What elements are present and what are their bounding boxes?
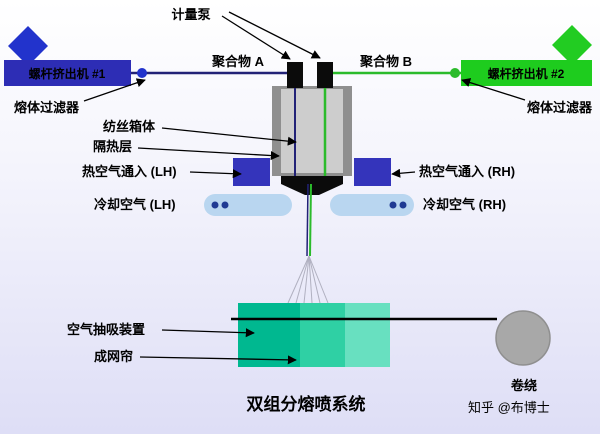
melt-filter-right-dot bbox=[450, 68, 460, 78]
metering-pump-arrow-2 bbox=[228, 11, 321, 59]
melt-filter-left-arrow bbox=[83, 78, 146, 102]
spin-beam-arrow bbox=[161, 127, 297, 146]
collector-stripe-1 bbox=[238, 303, 300, 367]
cooling-air-lh-label: 冷却空气 (LH) bbox=[94, 197, 176, 212]
hot-air-rh-arrow bbox=[391, 168, 416, 178]
metering-pump-arrow-1 bbox=[221, 15, 291, 60]
collector-stripe-3 bbox=[345, 303, 390, 367]
insulation-label: 隔热层 bbox=[93, 139, 132, 154]
melt-filter-right-arrow bbox=[461, 78, 526, 101]
melt-filter-right-label: 熔体过滤器 bbox=[527, 100, 593, 115]
cooling-dot bbox=[211, 201, 219, 209]
watermark: 知乎 @布博士 bbox=[468, 400, 550, 415]
fiber-spray bbox=[287, 255, 329, 304]
melt-filter-left-dot bbox=[137, 68, 147, 78]
cooling-dot bbox=[221, 201, 229, 209]
winder-roll bbox=[495, 310, 551, 366]
metering-pump-label: 计量泵 bbox=[171, 7, 210, 22]
diamond-icon-left bbox=[8, 26, 48, 66]
suction-arrow bbox=[161, 328, 255, 338]
extruder-1-box bbox=[4, 60, 131, 86]
extruder-2-label: 螺杆挤出机 #2 bbox=[488, 66, 565, 81]
cooling-air-rh-label: 冷却空气 (RH) bbox=[423, 197, 506, 212]
extruder-1-label: 螺杆挤出机 #1 bbox=[29, 66, 106, 81]
diamond-icon-right bbox=[552, 25, 592, 65]
winding-label: 卷绕 bbox=[511, 378, 537, 393]
cooling-bar-left bbox=[204, 194, 292, 216]
extruder-2-box bbox=[461, 60, 592, 86]
polymer-a-label: 聚合物 A bbox=[211, 54, 265, 69]
spin-beam-inner bbox=[281, 89, 343, 173]
web-curtain-arrow bbox=[139, 355, 297, 365]
hot-air-rh-label: 热空气通入 (RH) bbox=[419, 164, 515, 179]
air-suction-label: 空气抽吸装置 bbox=[67, 322, 145, 337]
extrudate-a-line bbox=[306, 183, 309, 257]
hot-air-box-right bbox=[354, 158, 391, 186]
collector-stripe-2 bbox=[300, 303, 345, 367]
metering-pump-left bbox=[287, 62, 303, 88]
die-bar bbox=[281, 176, 343, 184]
hot-air-box-left bbox=[233, 158, 270, 186]
extrudate-b-line bbox=[309, 183, 312, 257]
hot-air-lh-label: 热空气通入 (LH) bbox=[82, 164, 177, 179]
metering-pump-right bbox=[317, 62, 333, 88]
die-tip bbox=[281, 184, 343, 195]
hot-air-lh-arrow bbox=[189, 169, 242, 179]
cooling-dot bbox=[389, 201, 397, 209]
cooling-dot bbox=[399, 201, 407, 209]
web-curtain-label: 成网帘 bbox=[94, 349, 133, 364]
polymer-b-label: 聚合物 B bbox=[359, 54, 412, 69]
diagram-title: 双组分熔喷系统 bbox=[247, 394, 366, 414]
cooling-bar-right bbox=[330, 194, 414, 216]
insulation-arrow bbox=[137, 147, 280, 161]
spin-beam-label: 纺丝箱体 bbox=[103, 119, 156, 134]
melt-filter-left-label: 熔体过滤器 bbox=[14, 100, 80, 115]
